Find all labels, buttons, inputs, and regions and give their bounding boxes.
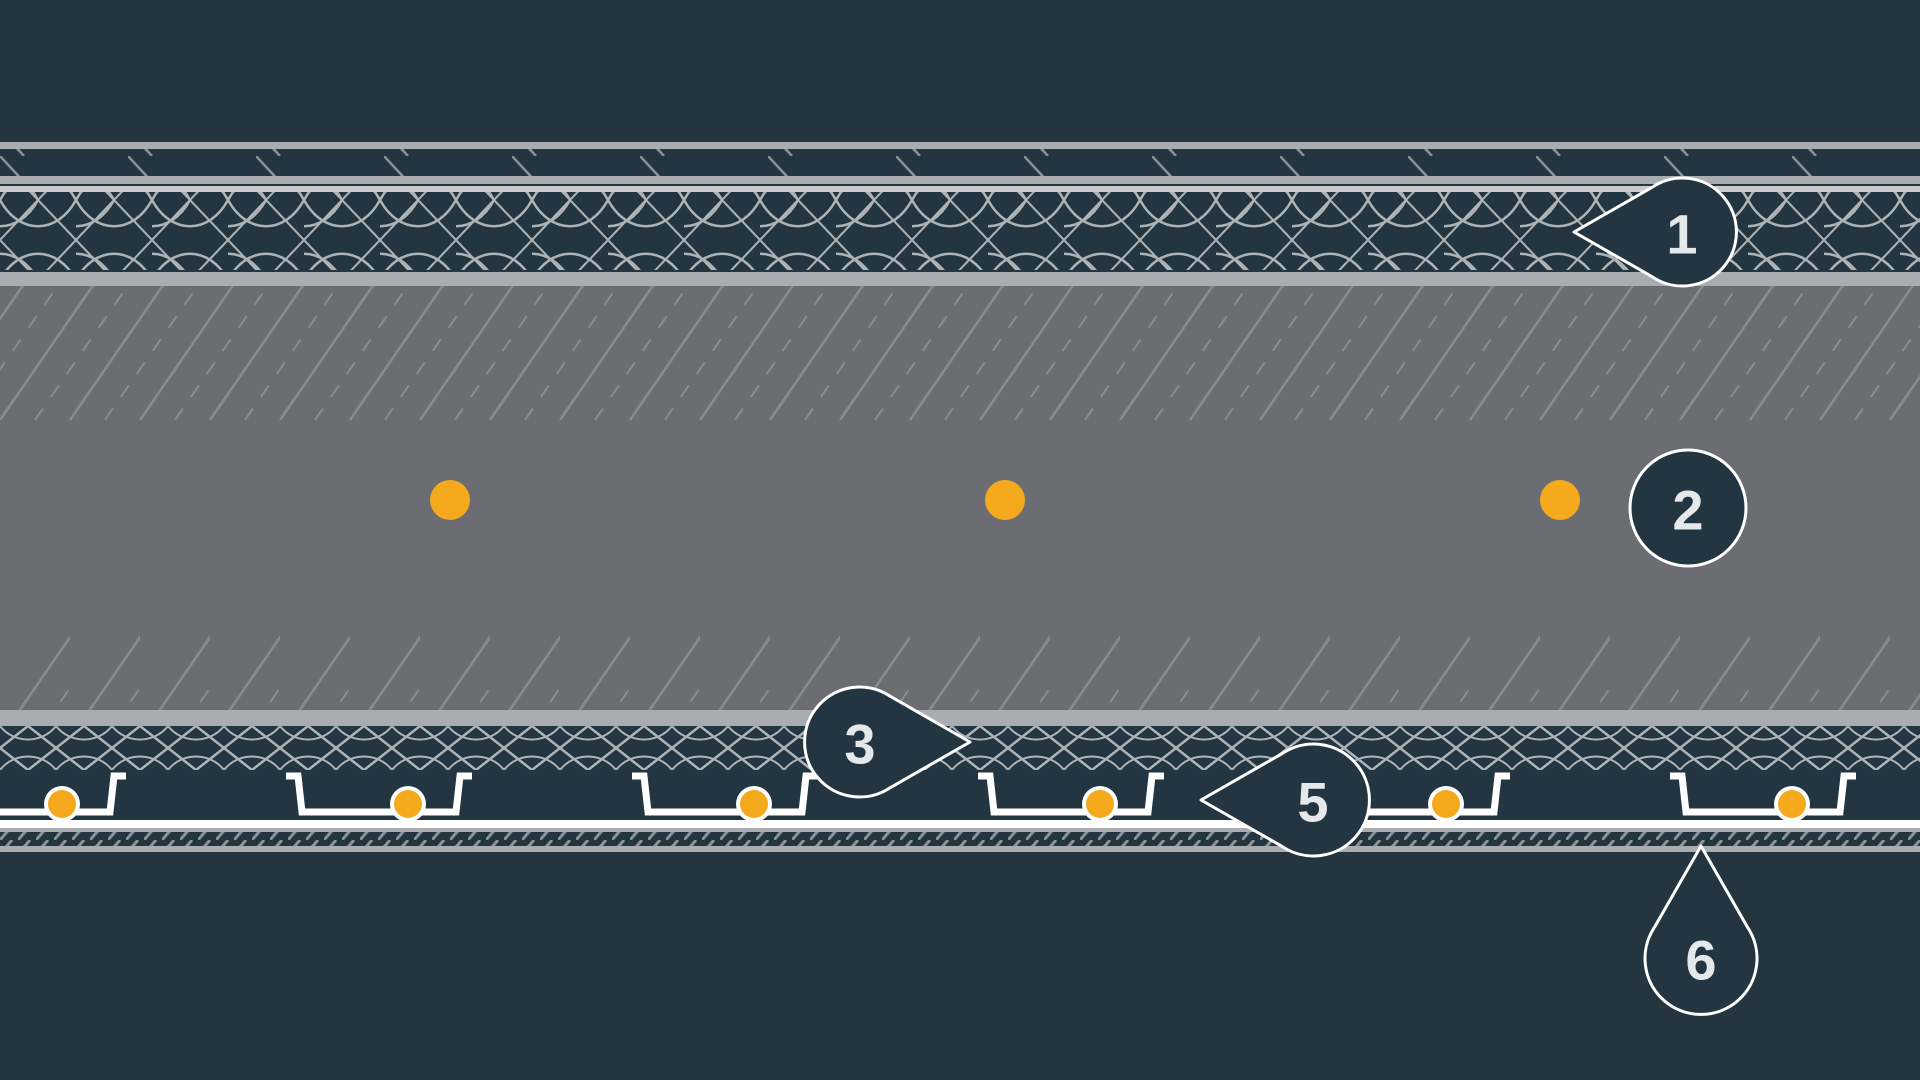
- panel-pipe-dot: [48, 790, 76, 818]
- screed-layer: [0, 286, 1920, 726]
- callout-6-label: 6: [1685, 929, 1716, 992]
- screed-hatch: [0, 286, 1920, 710]
- callouts: 1 2 3 5 6: [803, 176, 1759, 1016]
- panel-pipe-dot: [1086, 790, 1114, 818]
- top-hatched-board: [0, 142, 1920, 184]
- callout-6: 6: [1643, 844, 1759, 1016]
- callout-1: 1: [1572, 176, 1738, 288]
- mesh-upper-edge-top: [0, 186, 1920, 192]
- mesh-upper-edge-bottom: [0, 272, 1920, 286]
- callout-2-label: 2: [1672, 479, 1703, 542]
- callout-3-marker: [803, 685, 972, 799]
- mesh-layer-upper: [0, 186, 1920, 286]
- callout-1-marker: [1572, 176, 1738, 288]
- base-film: [0, 828, 1920, 852]
- top-board-edge-bottom: [0, 176, 1920, 184]
- panel-channel: [632, 772, 818, 816]
- callout-3-label: 3: [844, 713, 875, 776]
- top-board-hatch: [0, 146, 1920, 176]
- construction-layers: [0, 142, 1920, 852]
- panel-channel: [978, 772, 1164, 816]
- callout-1-label: 1: [1666, 203, 1697, 266]
- film-edge-top: [0, 828, 1920, 832]
- film-hatch: [0, 832, 1920, 846]
- callout-5-marker: [1199, 742, 1371, 858]
- panel-channel: [1670, 772, 1856, 816]
- screed-edge-bottom: [0, 710, 1920, 726]
- callout-6-marker: [1643, 844, 1759, 1016]
- panel-white-base: [0, 820, 1920, 828]
- panel-fill: [0, 770, 1920, 826]
- top-board-edge-top: [0, 142, 1920, 149]
- callout-5: 5: [1199, 742, 1371, 858]
- panel-pipe-dot: [394, 790, 422, 818]
- panel-pipe-dot: [1778, 790, 1806, 818]
- panel-pipe-dot: [740, 790, 768, 818]
- screed-pipe-dot: [430, 480, 470, 520]
- heating-pipe-panel: [0, 770, 1920, 828]
- panel-pipe-dot: [1432, 790, 1460, 818]
- callout-3: 3: [803, 685, 972, 799]
- panel-channel: [286, 772, 472, 816]
- callout-5-label: 5: [1297, 771, 1328, 834]
- heating-pipes: [44, 480, 1810, 822]
- callout-2-marker: [1628, 448, 1748, 568]
- screed-pipe-dot: [1540, 480, 1580, 520]
- film-edge-bottom: [0, 846, 1920, 852]
- callout-2: 2: [1628, 448, 1748, 568]
- panel-channel: [0, 772, 126, 816]
- screed-pipe-dot: [985, 480, 1025, 520]
